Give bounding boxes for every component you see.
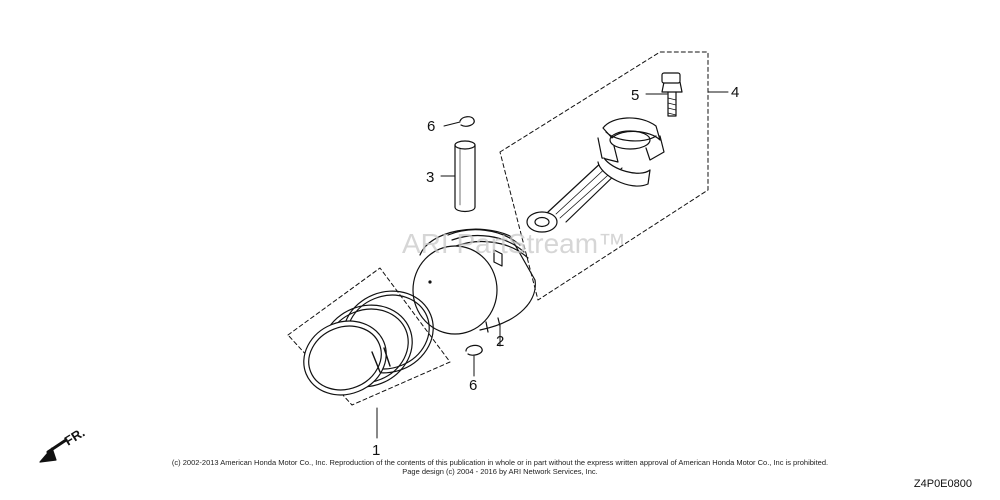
copyright-line-2: Page design (c) 2004 - 2016 by ARI Netwo… xyxy=(402,467,598,476)
callout-6-top[interactable]: 6 xyxy=(427,118,435,135)
watermark: ARI PartStream™ xyxy=(402,228,626,259)
piston[interactable] xyxy=(412,228,536,335)
copyright-line-1: (c) 2002-2013 American Honda Motor Co., … xyxy=(171,458,829,467)
callout-3[interactable]: 3 xyxy=(426,169,434,186)
piston-ring-group-box xyxy=(287,267,451,406)
callout-2[interactable]: 2 xyxy=(496,333,504,350)
piston-pin-clip-top[interactable] xyxy=(459,116,475,127)
diagram-code: Z4P0E0800 xyxy=(913,478,972,490)
piston-pin[interactable] xyxy=(454,140,476,213)
leader-lines xyxy=(376,91,729,439)
piston-pin-clip-bottom[interactable] xyxy=(465,344,483,356)
front-direction-label: FR. xyxy=(62,425,88,449)
rod-bolt[interactable] xyxy=(661,72,683,117)
callout-1[interactable]: 1 xyxy=(372,442,380,459)
piston-ring-set[interactable] xyxy=(287,267,451,407)
front-direction-arrow xyxy=(39,438,68,463)
callout-4[interactable]: 4 xyxy=(731,84,739,101)
callout-6-bottom[interactable]: 6 xyxy=(469,377,477,394)
connecting-rod-group[interactable] xyxy=(499,51,709,301)
callout-5[interactable]: 5 xyxy=(631,87,639,104)
